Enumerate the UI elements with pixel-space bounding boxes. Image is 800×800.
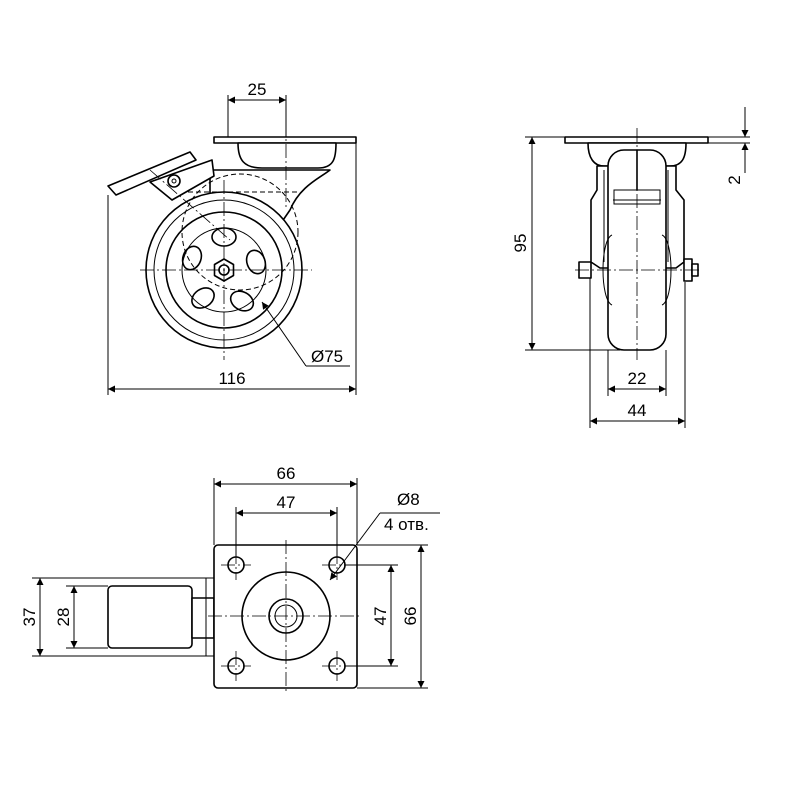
side-swivel-housing	[237, 142, 337, 169]
side-brake-lever	[107, 151, 197, 196]
dim-hole-diameter-label: Ø8	[397, 490, 420, 509]
dim-fork-width-label: 44	[628, 401, 647, 420]
front-view: 2 95 22 44	[511, 107, 750, 428]
dim-wheel-width-label: 22	[628, 369, 647, 388]
side-top-plate	[213, 136, 357, 144]
top-brake-arm	[191, 597, 215, 639]
dim-height-label: 95	[511, 234, 530, 253]
front-top-plate	[564, 136, 709, 144]
top-view: 66 47 Ø8 4 отв. 37 28 47 66	[20, 464, 440, 692]
side-brake-pad	[149, 159, 215, 201]
dim-brake-height-label: 37	[20, 608, 39, 627]
side-view: 25 116 Ø75	[107, 80, 357, 395]
dim-hole-count-label: 4 отв.	[384, 515, 429, 534]
dim-plate-thickness-label: 2	[725, 175, 744, 184]
top-brake-pedal	[107, 585, 193, 649]
dim-offset-label: 25	[248, 80, 267, 99]
dim-overall-width-label: 116	[218, 369, 245, 388]
top-mounting-plate	[213, 544, 358, 689]
dim-hole-spacing-x-label: 47	[277, 493, 296, 512]
dim-wheel-diameter-label: Ø75	[311, 347, 343, 366]
dim-hole-spacing-y-label: 47	[371, 607, 390, 626]
side-brake-pivot	[167, 174, 181, 188]
dim-brake-inner-label: 28	[54, 608, 73, 627]
side-hidden-swivel	[181, 173, 299, 291]
dim-plate-height-label: 66	[401, 607, 420, 626]
dim-plate-width-label: 66	[277, 464, 296, 483]
